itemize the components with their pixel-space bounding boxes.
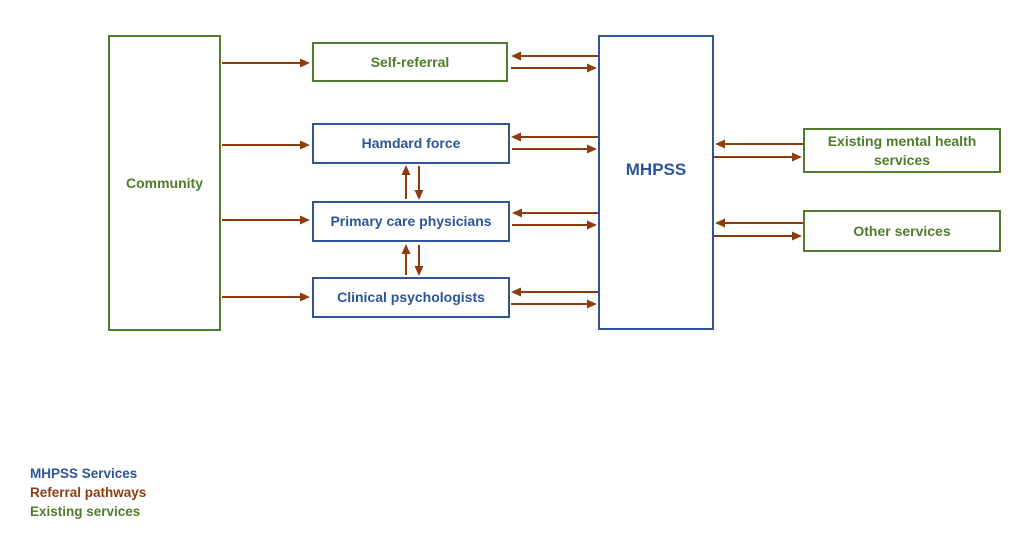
box-clinical-psychologists: Clinical psychologists [312,277,510,318]
box-clinical-psychologists-label: Clinical psychologists [337,289,485,305]
box-existing-mental-health-services: Existing mental health services [803,128,1001,173]
legend-item-mhpss-services: MHPSS Services [30,466,138,481]
box-primary-care-physicians-label: Primary care physicians [330,213,492,229]
box-self-referral-label: Self-referral [370,53,450,70]
legend-item-referral-pathways: Referral pathways [30,485,147,500]
box-other-services: Other services [803,210,1001,252]
box-existing-mental-health-services-label: Existing mental health services [827,132,977,168]
box-self-referral: Self-referral [312,42,508,82]
box-hamdard-force: Hamdard force [312,123,510,164]
box-community-label: Community [126,174,203,191]
box-primary-care-physicians: Primary care physicians [312,201,510,242]
box-mhpss: MHPSS [598,35,714,330]
box-other-services-label: Other services [853,222,951,239]
box-hamdard-force-label: Hamdard force [361,135,461,151]
box-community: Community [108,35,221,331]
box-mhpss-label: MHPSS [625,160,687,179]
legend-item-existing-services: Existing services [30,504,141,519]
legend: MHPSS Services Referral pathways Existin… [30,464,146,521]
